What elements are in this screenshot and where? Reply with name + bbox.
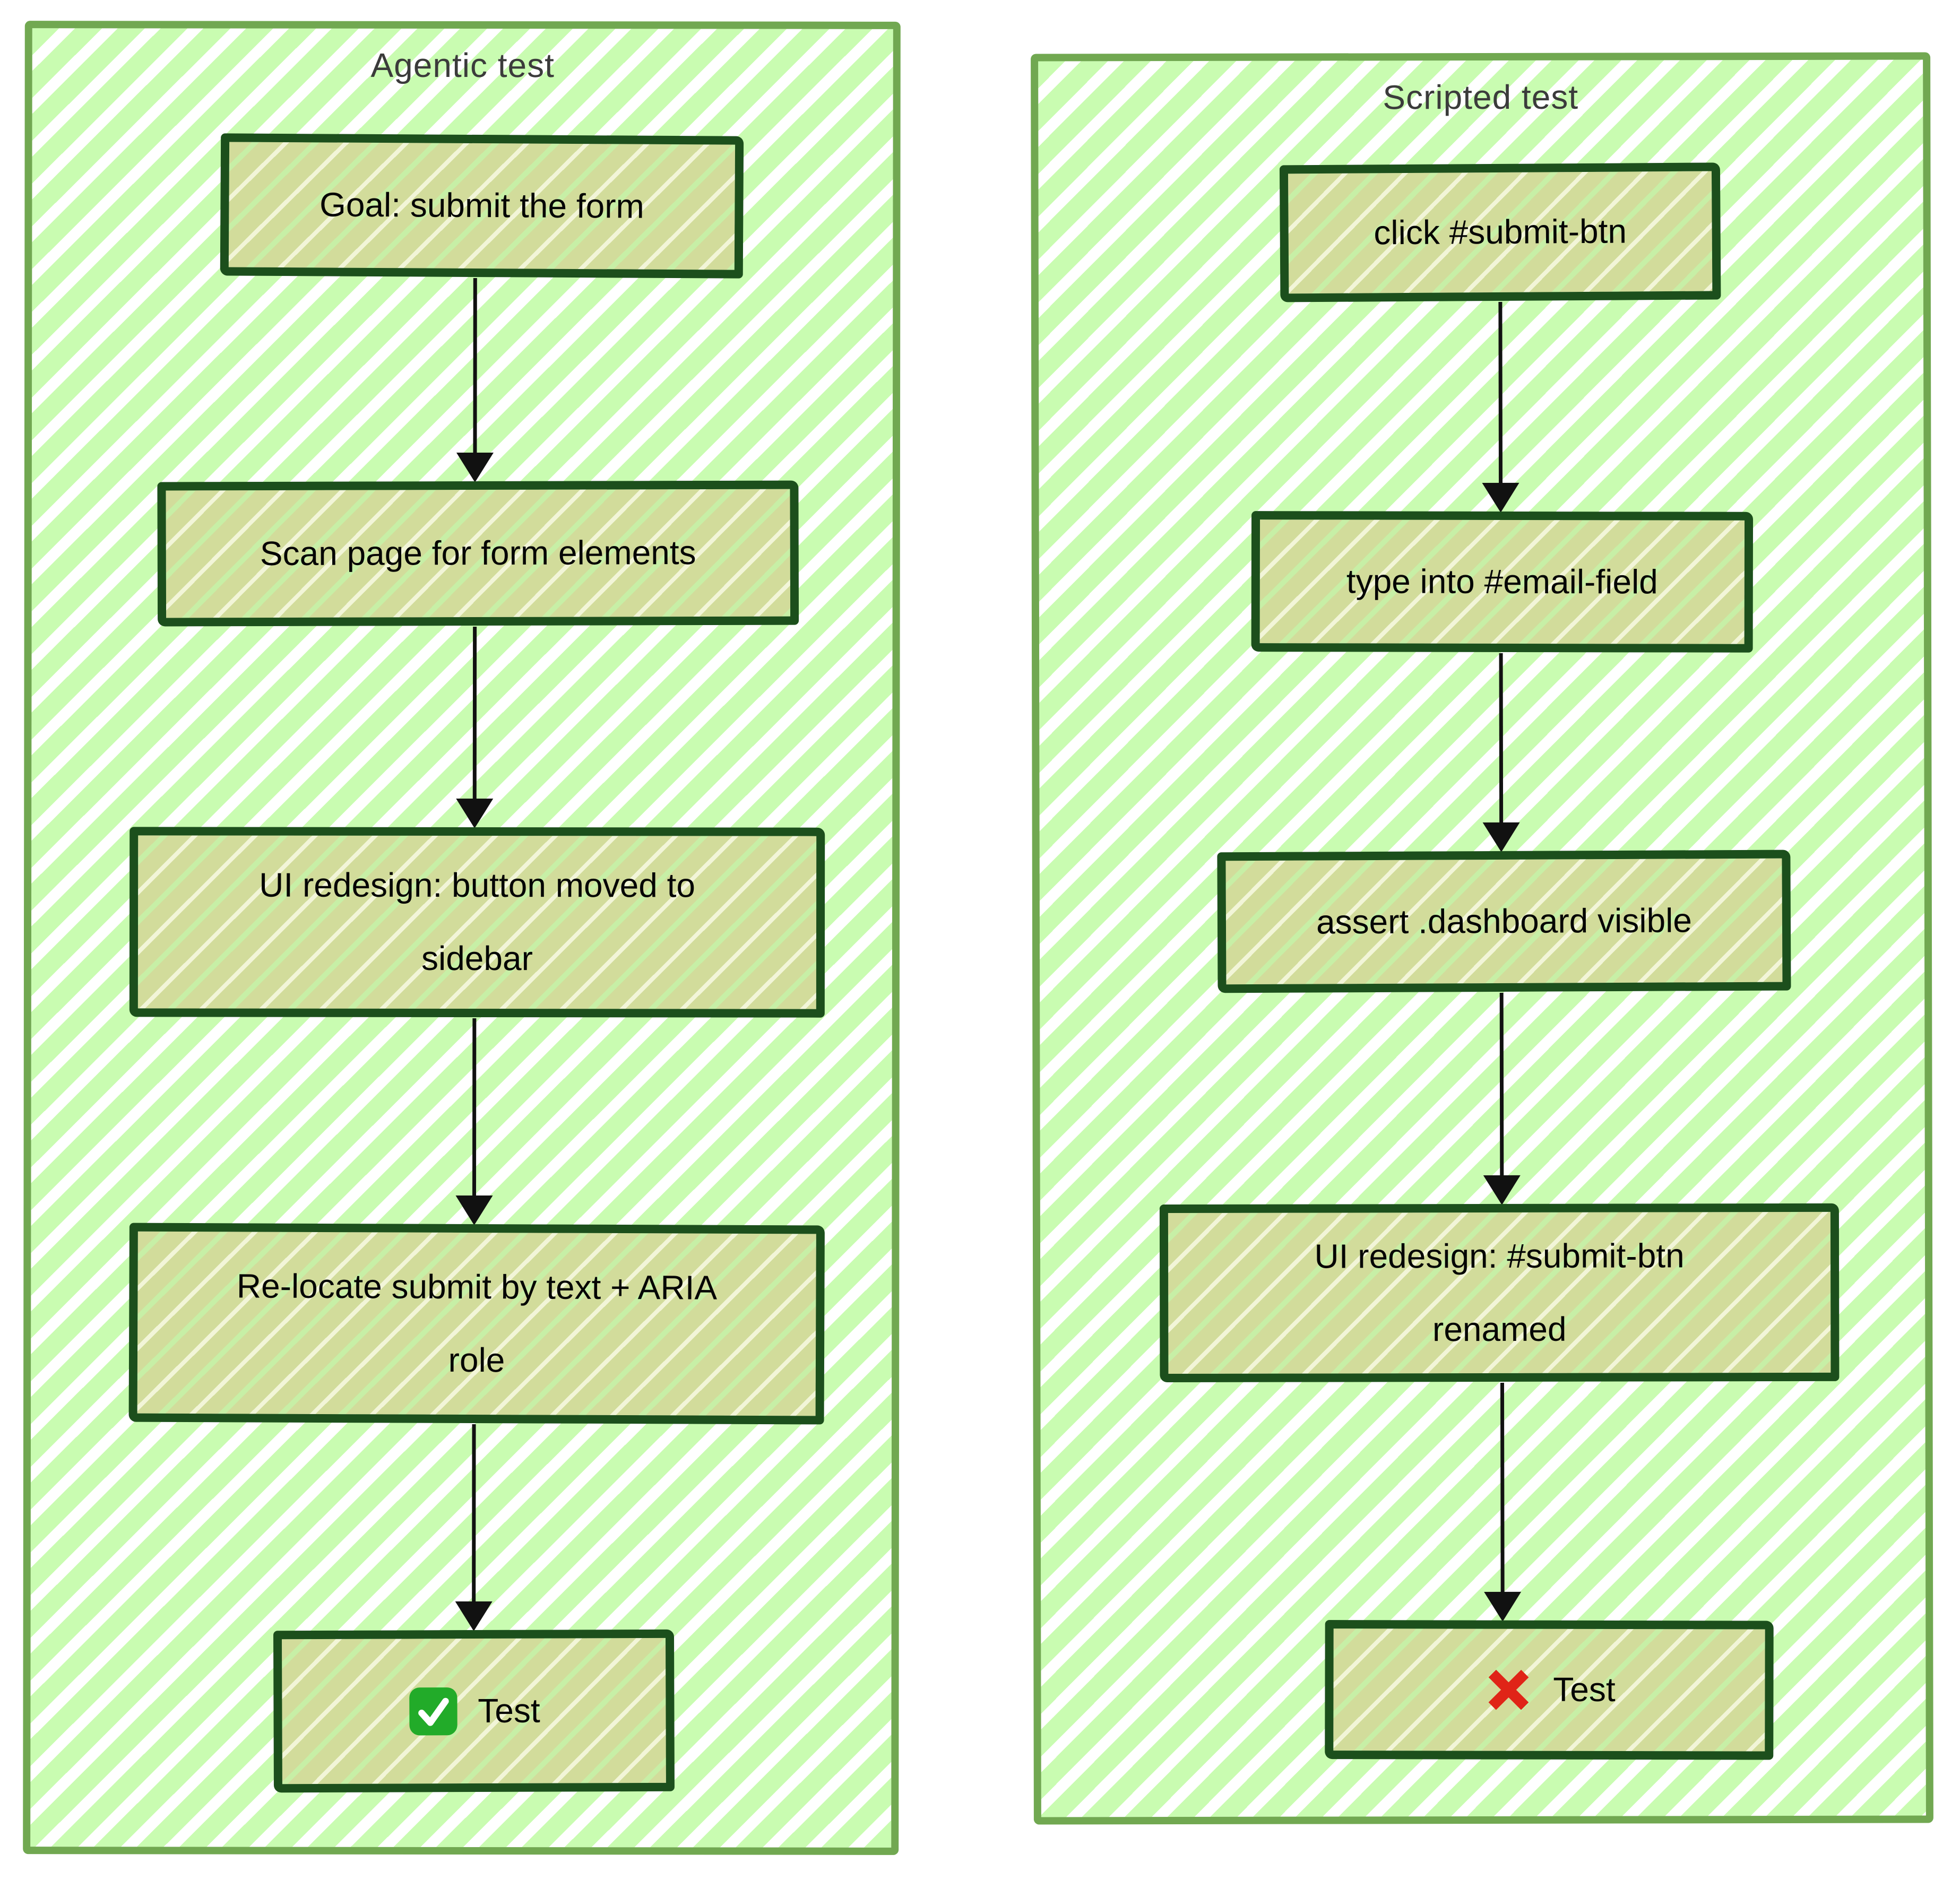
test-fail-content: Test <box>1483 1653 1616 1727</box>
node-relocate-submit: Re-locate submit by text + ARIA role <box>128 1223 825 1425</box>
node-ui-redesign-button-moved: UI redesign: button moved to sidebar <box>129 827 825 1018</box>
flow-arrow-down <box>1482 992 1521 1205</box>
arrow-head-icon <box>455 1195 493 1226</box>
arrow-head-icon <box>1482 822 1520 852</box>
node-assert-dashboard: assert .dashboard visible <box>1217 850 1791 993</box>
node-label: assert .dashboard visible <box>1316 901 1693 941</box>
node-label: Scan page for form elements <box>260 533 696 573</box>
node-type-email-field: type into #email-field <box>1251 511 1754 653</box>
check-icon <box>408 1686 459 1737</box>
arrow-line <box>472 627 477 800</box>
node-scan-page: Scan page for form elements <box>157 480 799 627</box>
node-click-submit-btn: click #submit-btn <box>1279 162 1721 302</box>
node-label: Test <box>1553 1670 1616 1709</box>
flow-arrow-down <box>455 1018 493 1226</box>
arrow-line <box>1500 1382 1505 1593</box>
agentic-test-panel: Agentic test Goal: submit the form Scan … <box>23 21 901 1855</box>
node-ui-redesign-renamed: UI redesign: #submit-btn renamed <box>1159 1203 1840 1383</box>
flow-arrow-down <box>1481 301 1520 513</box>
arrow-line <box>472 1018 477 1197</box>
node-label: UI redesign: button moved to sidebar <box>259 866 696 978</box>
arrow-line <box>1499 992 1504 1176</box>
node-label: click #submit-btn <box>1374 212 1627 252</box>
agentic-panel-title: Agentic test <box>370 46 555 85</box>
node-goal-submit-form: Goal: submit the form <box>220 133 744 279</box>
arrow-line <box>473 278 477 454</box>
arrow-head-icon <box>1484 1591 1522 1622</box>
node-label: UI redesign: #submit-btn renamed <box>1314 1236 1685 1348</box>
arrow-head-icon <box>455 1601 493 1632</box>
flow-arrow-down <box>1483 1382 1522 1622</box>
node-test-fail: Test <box>1325 1620 1774 1760</box>
arrow-head-icon <box>1483 1175 1521 1205</box>
flow-arrow-down <box>456 278 494 483</box>
flow-arrow-down <box>455 627 494 829</box>
arrow-line <box>472 1424 476 1603</box>
test-pass-content: Test <box>408 1674 540 1747</box>
node-label: Test <box>478 1691 540 1730</box>
node-label: type into #email-field <box>1346 562 1658 601</box>
node-label: Re-locate submit by text + ARIA role <box>236 1267 718 1379</box>
arrow-head-icon <box>1482 482 1519 513</box>
arrow-line <box>1498 301 1503 484</box>
flow-arrow-down <box>455 1424 493 1632</box>
scripted-panel-title: Scripted test <box>1383 77 1579 117</box>
arrow-head-icon <box>456 798 494 829</box>
node-test-pass: Test <box>273 1629 675 1793</box>
flow-arrow-down <box>1482 653 1521 852</box>
node-label: Goal: submit the form <box>319 185 645 226</box>
scripted-test-panel: Scripted test click #submit-btn type int… <box>1031 52 1933 1825</box>
cross-icon <box>1483 1665 1534 1716</box>
arrow-head-icon <box>456 452 494 483</box>
arrow-line <box>1499 653 1504 824</box>
